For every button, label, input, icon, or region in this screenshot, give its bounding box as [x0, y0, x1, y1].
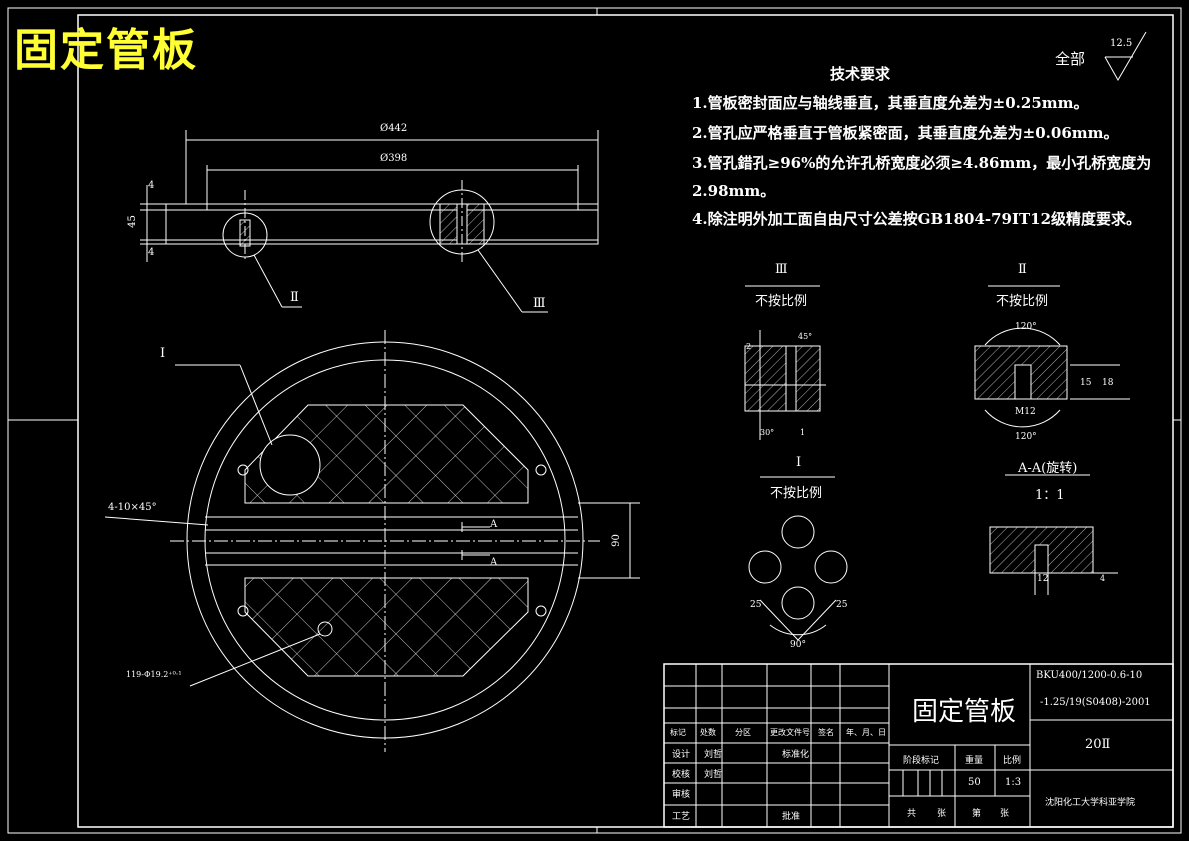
detail-1-roman: Ⅰ — [796, 455, 802, 470]
detail-aa-scale: 1：1 — [1035, 488, 1065, 503]
tb-col-mark: 标记 — [670, 728, 686, 737]
detail-3-scale: 不按比例 — [755, 294, 808, 309]
sheet-frame — [7, 7, 1182, 834]
detail-3-bottom-angle: 30° — [760, 428, 775, 437]
detail-aa-dim-small: 4 — [1100, 574, 1106, 583]
tb-weight-label: 重量 — [965, 756, 984, 766]
detail-2 — [974, 285, 1130, 428]
section-mark-a-2: A — [490, 557, 498, 568]
drawing-title: 固定管板 — [14, 25, 198, 76]
detail-1-angle: 90° — [790, 640, 806, 650]
detail-aa — [989, 474, 1118, 595]
tb-col-zone: 分区 — [735, 728, 751, 737]
dim-face-top: 4 — [148, 180, 155, 191]
title-block — [663, 663, 1174, 828]
tb-scale-label: 比例 — [1003, 756, 1022, 766]
detail-aa-title: A-A(旋转) — [1018, 461, 1078, 476]
detail-2-thread: M12 — [1015, 407, 1036, 417]
requirements-heading: 技术要求 — [830, 65, 891, 83]
detail-1-scale: 不按比例 — [770, 486, 823, 501]
callout-detail-1: Ⅰ — [160, 346, 166, 361]
detail-aa-dim: 12 — [1037, 574, 1049, 584]
title-block-code-2: -1.25/19(S0408)-2001 — [1040, 697, 1151, 708]
detail-1-pitch-left: 25 — [750, 600, 762, 610]
tb-process-label: 工艺 — [672, 812, 691, 822]
hole-note: 119-Φ19.2⁺⁰·¹ — [126, 670, 182, 679]
tb-standard-label: 标准化 — [782, 750, 810, 760]
tb-page-unit: 张 — [1000, 809, 1010, 819]
roughness-scope: 全部 — [1055, 50, 1086, 68]
dim-face-bottom: 4 — [148, 247, 155, 258]
tb-approve-label: 批准 — [782, 812, 801, 822]
detail-1-pitch-right: 25 — [836, 600, 848, 610]
requirement-item: 3.管孔錯孔≥96%的允许孔桥宽度必须≥4.86mm，最小孔桥宽度为 — [692, 154, 1152, 172]
tb-designer: 刘哲 — [704, 750, 723, 760]
detail-2-dim-18: 18 — [1102, 378, 1114, 388]
title-block-number: 20Ⅱ — [1085, 737, 1111, 752]
dim-thickness: 45 — [126, 215, 138, 228]
tb-col-count: 处数 — [700, 728, 716, 737]
callout-detail-3: Ⅲ — [533, 296, 546, 311]
detail-2-roman: Ⅱ — [1018, 262, 1027, 277]
tb-sheets: 张 — [937, 809, 947, 819]
tb-check-label: 校核 — [672, 770, 691, 780]
dim-inner-diameter: Ø398 — [380, 153, 408, 164]
detail-2-angle-bottom: 120° — [1015, 432, 1037, 442]
requirement-item: 1.管板密封面应与轴线垂直，其垂直度允差为±0.25mm。 — [692, 94, 1089, 112]
detail-3-dim-bottom: 1 — [800, 428, 806, 437]
dim-outer-diameter: Ø442 — [380, 123, 408, 134]
detail-2-scale: 不按比例 — [996, 294, 1049, 309]
detail-2-angle-top: 120° — [1015, 322, 1037, 332]
title-block-drawing-name: 固定管板 — [912, 697, 1017, 727]
tb-review-label: 审核 — [672, 790, 691, 800]
dim-gap: 90 — [610, 534, 622, 547]
plan-view — [104, 330, 640, 752]
tb-col-sign: 签名 — [818, 728, 834, 737]
requirement-item: 4.除注明外加工面自由尺寸公差按GB1804-79IT12级精度要求。 — [692, 210, 1142, 228]
callout-detail-2: Ⅱ — [290, 290, 299, 305]
detail-3-angle: 45° — [798, 332, 813, 341]
tb-col-date: 年、月、日 — [846, 728, 886, 737]
tb-total: 共 — [907, 809, 917, 819]
tb-design-label: 设计 — [672, 750, 691, 760]
tb-stage-label: 阶段标记 — [903, 756, 940, 766]
roughness-value: 12.5 — [1110, 38, 1133, 49]
tb-page: 第 — [972, 809, 982, 819]
detail-3 — [744, 285, 826, 440]
detail-1 — [748, 476, 848, 641]
requirement-item: 2.管孔应严格垂直于管板紧密面，其垂直度允差为±0.06mm。 — [692, 124, 1119, 142]
chamfer-note: 4-10×45° — [108, 502, 157, 513]
section-mark-a-1: A — [490, 519, 498, 530]
detail-2-dim-15: 15 — [1080, 378, 1092, 388]
requirement-item: 2.98mm。 — [692, 182, 776, 200]
tb-weight: 50 — [968, 777, 981, 788]
detail-3-dim-left: 2 — [746, 342, 752, 351]
tb-scale: 1:3 — [1005, 777, 1022, 788]
roughness-symbol — [1104, 31, 1147, 82]
tb-school: 沈阳化工大学科亚学院 — [1045, 798, 1136, 808]
tb-checker: 刘哲 — [704, 770, 723, 780]
title-block-code-1: BKU400/1200-0.6-10 — [1036, 670, 1143, 681]
tb-col-change: 更改文件号 — [770, 728, 810, 737]
section-view — [140, 130, 599, 313]
detail-3-roman: Ⅲ — [775, 262, 788, 277]
